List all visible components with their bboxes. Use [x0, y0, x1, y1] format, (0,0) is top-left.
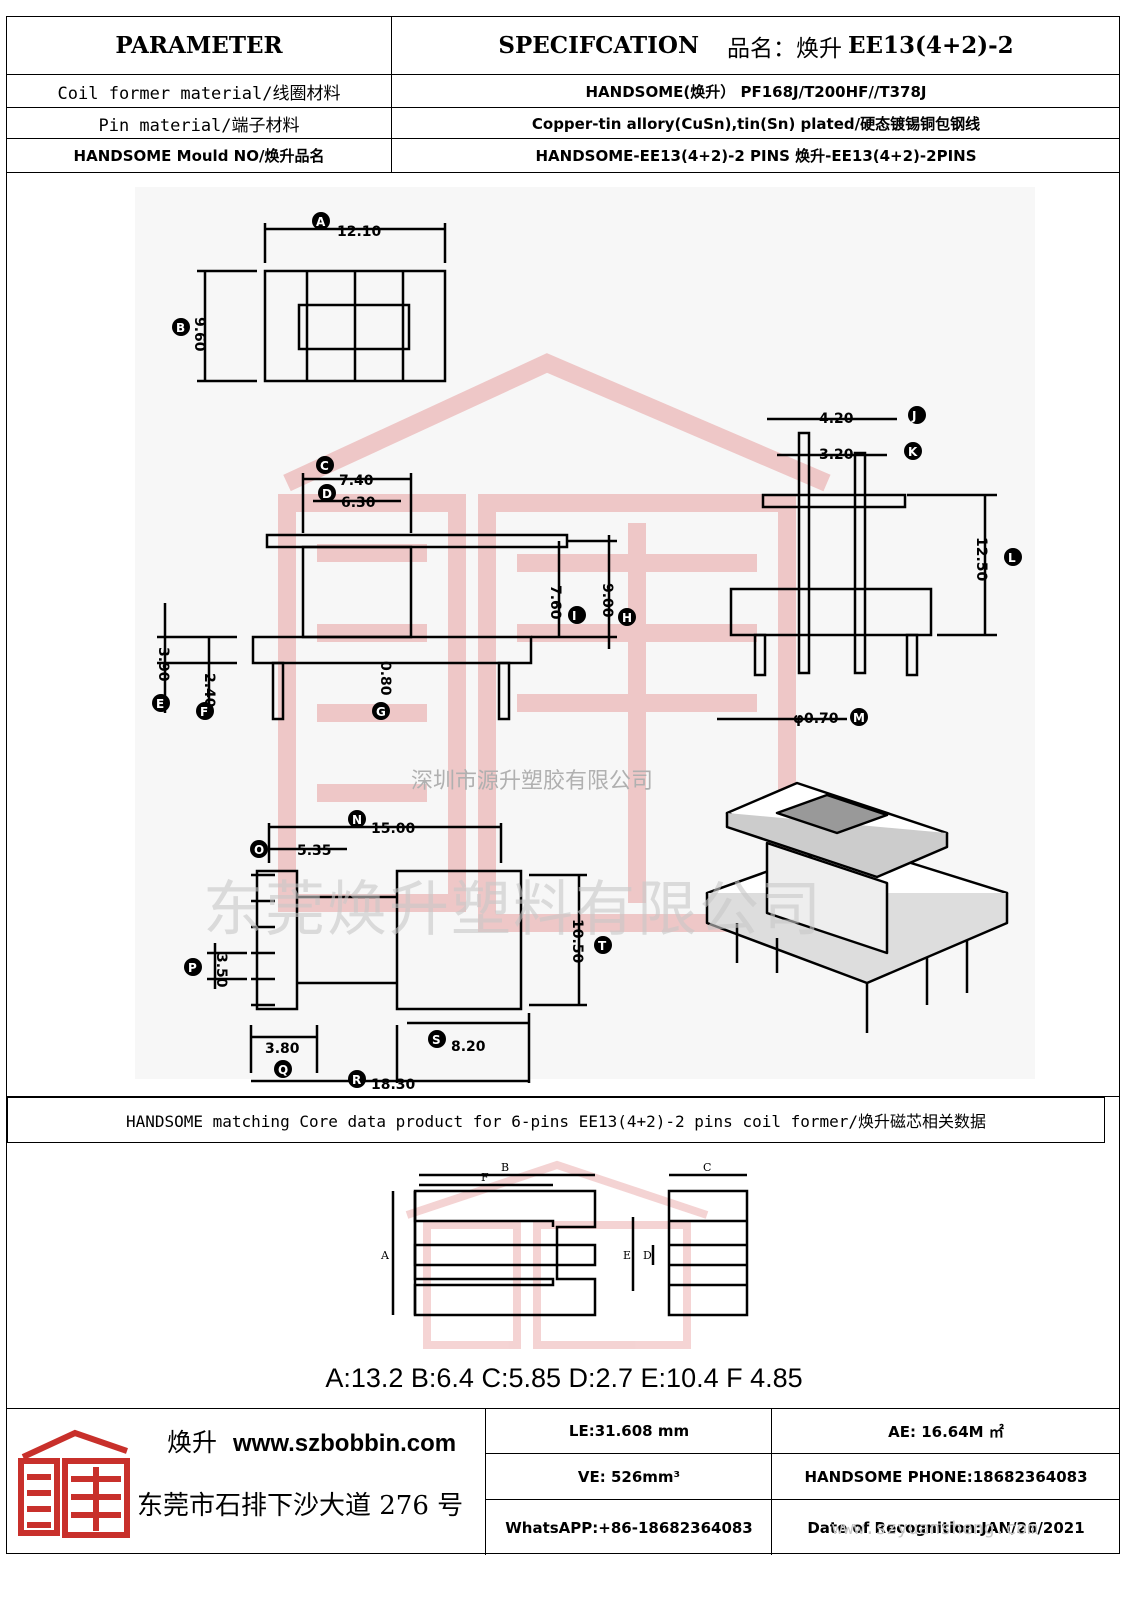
dim-n: 15.00 [371, 821, 416, 837]
dim-r: 18.30 [371, 1077, 416, 1093]
core-values: A:13.2 B:6.4 C:5.85 D:2.7 E:10.4 F 4.85 [325, 1363, 803, 1393]
core-label-e: E [623, 1249, 631, 1262]
brand-cn: 焕升 [167, 1428, 218, 1457]
letter-m: M [853, 711, 865, 725]
core-drawing-area: B F C A E D [7, 1143, 1119, 1409]
footer: 焕升 www.szbobbin.com 东莞市石排下沙大道 276 号 LE:3… [7, 1409, 1119, 1555]
watermark-company-small: 深圳市源升塑胶有限公司 [411, 769, 654, 794]
dim-k: 3.20 [819, 447, 854, 463]
spec-label-pin: Pin material/端子材料 [98, 115, 300, 136]
specification-header: SPECIFCATION 品名：焕升 EE13(4+2)-2 [393, 17, 1119, 74]
dim-o: 5.35 [297, 843, 332, 859]
spec-label-coil: Coil former material/线圈材料 [57, 83, 341, 104]
letter-p: P [188, 961, 197, 975]
company-logo-icon [18, 1429, 130, 1538]
letter-s: S [432, 1033, 441, 1047]
dim-g: 0.80 [377, 661, 393, 696]
dim-q: 3.80 [265, 1041, 300, 1057]
letter-l: L [1008, 551, 1016, 565]
letter-r: R [352, 1073, 361, 1087]
letter-a: A [316, 215, 326, 229]
front-view-drawing: C 7.40 D 6.30 7.60 I 9.00 H 3.90 E 2.40 … [152, 456, 636, 721]
letter-e: E [156, 697, 164, 711]
dim-c: 7.40 [339, 473, 374, 489]
dim-a: 12.10 [337, 224, 382, 240]
letter-j: J [911, 409, 916, 423]
spec-row-coil: Coil former material/线圈材料 HANDSOME(焕升） P… [7, 75, 1119, 108]
product-name-label: 品名：焕升 [726, 35, 842, 62]
spec-value-coil: HANDSOME(焕升） PF168J/T200HF//T378J [585, 82, 927, 101]
letter-g: G [376, 705, 386, 719]
core-data-title-text: HANDSOME matching Core data product for … [125, 1112, 987, 1131]
letter-c: C [320, 459, 329, 473]
letter-n: N [352, 813, 362, 827]
spec-label: SPECIFCATION [498, 32, 699, 59]
le-value: LE:31.608 mm [568, 1422, 690, 1440]
dim-b: 9.60 [191, 317, 207, 352]
core-label-a: A [380, 1249, 390, 1262]
product-name-value: EE13(4+2)-2 [847, 32, 1014, 59]
header-row: PARAMETER SPECIFCATION 品名：焕升 EE13(4+2)-2 [7, 17, 1119, 75]
dim-l: 12.50 [973, 537, 989, 582]
letter-h: H [622, 611, 632, 625]
dim-j: 4.20 [819, 411, 854, 427]
core-data-title: HANDSOME matching Core data product for … [7, 1097, 1105, 1143]
technical-drawing: A 12.10 B 9.60 C 7.40 [7, 173, 1119, 1097]
dim-f: 2.40 [201, 673, 217, 708]
spec-label-mould: HANDSOME Mould NO/焕升品名 [73, 147, 325, 165]
spec-sheet: PARAMETER SPECIFCATION 品名：焕升 EE13(4+2)-2… [6, 16, 1120, 1555]
parameter-label: PARAMETER [115, 32, 283, 59]
core-drawing: B F C A E D [380, 1160, 749, 1349]
dim-i: 7.60 [547, 585, 563, 620]
letter-o: O [254, 843, 264, 857]
letter-d: D [322, 487, 332, 501]
top-view-drawing: A 12.10 B 9.60 [172, 212, 447, 383]
dim-e: 3.90 [155, 647, 171, 682]
letter-i: I [572, 609, 576, 623]
core-label-c: C [703, 1161, 711, 1174]
ae-value: AE: 16.64M ㎡ [888, 1422, 1004, 1441]
letter-b: B [176, 321, 185, 335]
dim-s: 8.20 [451, 1039, 486, 1055]
side-view-drawing: 4.20 J 3.20 K 12.50 L φ0.70 M [717, 406, 1022, 727]
watermark-site: www.szyuansheng.com [832, 1518, 1038, 1539]
core-label-b: B [501, 1161, 509, 1174]
spec-value-pin: Copper-tin allory(CuSn),tin(Sn) plated/硬… [531, 114, 981, 133]
letter-f: F [200, 705, 208, 719]
letter-q: Q [278, 1063, 288, 1077]
bottom-view-drawing: N 15.00 O 5.35 10.50 T P 3.50 3.80 Q S 8… [184, 810, 612, 1093]
dim-m: φ0.70 [793, 711, 839, 727]
spec-value-mould: HANDSOME-EE13(4+2)-2 PINS 焕升-EE13(4+2)-2… [535, 147, 977, 165]
core-label-f: F [481, 1171, 489, 1184]
label-a-circle [312, 212, 330, 230]
isometric-view-drawing [705, 781, 1009, 1033]
phone-value: HANDSOME PHONE:18682364083 [804, 1468, 1088, 1486]
watermark-company-large: 东莞焕升塑料有限公司 [203, 875, 823, 945]
spec-row-mould: HANDSOME Mould NO/焕升品名 HANDSOME-EE13(4+2… [7, 139, 1119, 173]
date-value: Date of Recognition:JAN/26/2021 [807, 1519, 1085, 1537]
parameter-header: PARAMETER [7, 17, 391, 74]
dim-d: 6.30 [341, 495, 376, 511]
dim-t: 10.50 [569, 919, 585, 964]
dim-h: 9.00 [599, 583, 615, 618]
company-address: 东莞市石排下沙大道 276 号 [137, 1491, 464, 1521]
core-label-d: D [643, 1249, 652, 1262]
letter-t: T [598, 939, 607, 953]
spec-row-pin: Pin material/端子材料 Copper-tin allory(CuSn… [7, 108, 1119, 139]
dim-p: 3.50 [213, 953, 229, 988]
whatsapp-value: WhatsAPP:+86-18682364083 [505, 1519, 753, 1537]
letter-k: K [908, 445, 918, 459]
company-website: www.szbobbin.com [233, 1430, 457, 1457]
brand-line: 焕升 www.szbobbin.com [167, 1423, 456, 1459]
ve-value: VE: 526mm³ [577, 1468, 681, 1486]
